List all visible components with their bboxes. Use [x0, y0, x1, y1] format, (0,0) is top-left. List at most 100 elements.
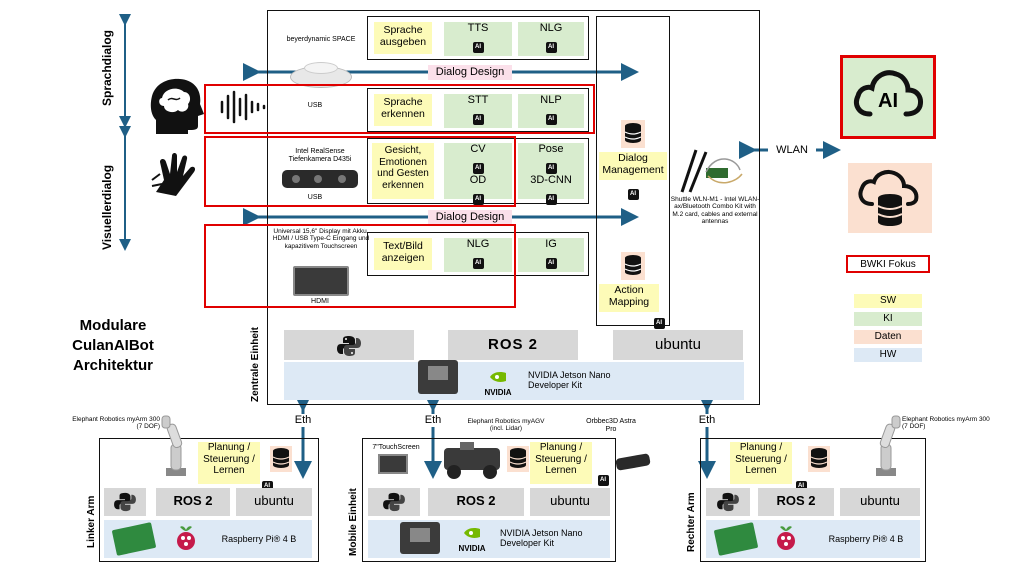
right-arm-planning: Planung / Steuerung / Lernen — [730, 442, 792, 484]
mobile-nvidia-logo: NVIDIA — [452, 526, 492, 554]
ai-chip-icon: AI — [545, 113, 557, 125]
right-arm-frame — [700, 438, 926, 562]
stt-label: STT — [467, 94, 489, 106]
dialog-column-frame — [596, 16, 670, 326]
stt-module: STT AI — [444, 94, 512, 128]
mobile-ubuntu-box — [530, 488, 610, 516]
wlan-card-image — [680, 149, 743, 193]
soundwave-icon — [220, 90, 266, 124]
tts-label: TTS — [467, 22, 489, 34]
head-brain-icon — [150, 78, 204, 134]
left-arm-robot-name: Elephant Robotics myArm 300 (7 DOF) — [72, 416, 160, 431]
mobile-planning: Planung / Steuerung / Lernen — [530, 442, 592, 484]
left-ubuntu-box — [236, 488, 312, 516]
cnn-label: 3D-CNN — [530, 174, 572, 187]
action-db-icon — [621, 252, 645, 280]
ros-logo-box — [448, 330, 578, 360]
sprache-erkennen: Sprache erkennen — [374, 94, 432, 126]
action-mapping-ai: AI — [652, 311, 666, 329]
eth-label-mobile: Eth — [418, 414, 448, 427]
ai-cloud-icon — [854, 70, 923, 117]
text-bild-anzeigen: Text/Bild anzeigen — [374, 238, 432, 270]
nlp-module: NLP AI — [518, 94, 584, 128]
right-arm-robot-name: Elephant Robotics myArm 300 (7 DOF) — [902, 416, 990, 431]
ai-chip-icon: AI — [261, 481, 273, 492]
mobile-unit-frame — [362, 438, 616, 562]
title-line-3: Architektur — [72, 357, 154, 374]
pose-cnn-module: Pose AI 3D-CNN AI — [518, 143, 584, 205]
nlp-label: NLP — [540, 94, 562, 106]
mobile-jetson-label: NVIDIA Jetson Nano Developer Kit — [500, 528, 583, 549]
nlg-module-1: NLG AI — [518, 22, 584, 56]
ai-chip-icon: AI — [597, 475, 609, 486]
left-python-icon — [114, 492, 136, 517]
agv-label: Elephant Robotics myAGV (incl. Lidar) — [467, 418, 545, 433]
left-raspberry-logo — [177, 526, 195, 550]
display-connection: HDMI — [311, 298, 329, 305]
focus-vision-recognition — [204, 136, 516, 207]
mobile-ubuntu-label: ubuntu — [550, 493, 590, 508]
dialog-design-top: Dialog Design — [428, 65, 512, 80]
camera-image — [282, 170, 358, 188]
right-ubuntu-box — [840, 488, 920, 516]
left-arm-frame — [99, 438, 319, 562]
ai-chip-icon: AI — [545, 193, 557, 205]
action-mapping: Action Mapping — [599, 284, 659, 312]
nvidia-logo: NVIDIA — [478, 370, 518, 398]
left-arm-label: Linker Arm — [86, 495, 97, 548]
ai-chip-icon: AI — [795, 481, 807, 492]
right-ubuntu-label: ubuntu — [860, 493, 900, 508]
agv-image — [444, 442, 500, 479]
data-cloud-icon — [858, 170, 919, 226]
title-line-1: Modulare — [79, 317, 147, 334]
cv-label: CV — [470, 143, 486, 155]
mobile-ros-box — [428, 488, 524, 516]
eth-label-left: Eth — [288, 414, 318, 427]
ubuntu-label: ubuntu — [655, 336, 701, 353]
od-label: OD — [469, 174, 487, 187]
ubuntu-logo-box — [613, 330, 743, 360]
jetson-board-image — [418, 360, 458, 394]
right-ros-box — [758, 488, 834, 516]
ai-chip-icon: AI — [472, 193, 484, 205]
camera-connection: USB — [307, 194, 323, 201]
mobile-ai: AI — [596, 468, 610, 486]
right-arm-label: Rechter Arm — [686, 492, 697, 552]
camera-name: Intel RealSense Tiefenkamera D435i — [288, 148, 352, 164]
title-line-2: CulanAIBot — [72, 337, 154, 354]
row-speech-output — [367, 16, 589, 60]
right-arm-db-icon — [808, 446, 830, 472]
ai-chip-icon: AI — [472, 41, 484, 53]
python-icon — [337, 335, 361, 362]
ros-label: ROS 2 — [487, 336, 538, 353]
mic-connection: USB — [307, 102, 323, 109]
nvidia-text: NVIDIA — [484, 388, 512, 398]
touchscreen-label: 7"TouchScreen — [372, 444, 420, 451]
central-unit-label: Zentrale Einheit — [250, 326, 261, 402]
ig-module: IG AI — [518, 238, 584, 272]
eth-label-right: Eth — [692, 414, 722, 427]
jetson-label: NVIDIA Jetson Nano Developer Kit — [528, 370, 611, 391]
mobile-db-icon — [507, 446, 529, 472]
focus-speech-recognition — [204, 84, 595, 134]
sign-language-icon — [151, 153, 196, 196]
nlg-module-2: NLG AI — [444, 238, 512, 272]
ai-chip-icon: AI — [627, 189, 639, 200]
right-rpi-label: Raspberry Pi® 4 B — [828, 534, 904, 544]
ai-cloud-text: AI — [878, 90, 898, 112]
row-display-output — [367, 232, 589, 276]
focus-display — [204, 224, 516, 308]
right-arm-ai: AI — [794, 474, 808, 492]
dialog-design-bottom: Dialog Design — [428, 210, 512, 225]
left-robot-arm-image — [161, 415, 186, 476]
left-ros-box — [156, 488, 230, 516]
mobile-python-icon — [383, 492, 405, 517]
mic-name: beyerdynamic SPACE — [286, 36, 356, 43]
sprache-ausgeben: Sprache ausgeben — [374, 22, 432, 54]
display-name: Universal 15,6" Display mit Akku, HDMI /… — [272, 228, 370, 250]
wlan-card-desc: Shuttle WLN-M1 - Intel WLAN-ax/Bluetooth… — [670, 196, 760, 226]
ai-chip-icon: AI — [545, 41, 557, 53]
visuellerdialog-label: Visuellerdialog — [100, 164, 114, 250]
right-ros-label: ROS 2 — [776, 493, 816, 508]
wlan-label: WLAN — [768, 143, 816, 158]
